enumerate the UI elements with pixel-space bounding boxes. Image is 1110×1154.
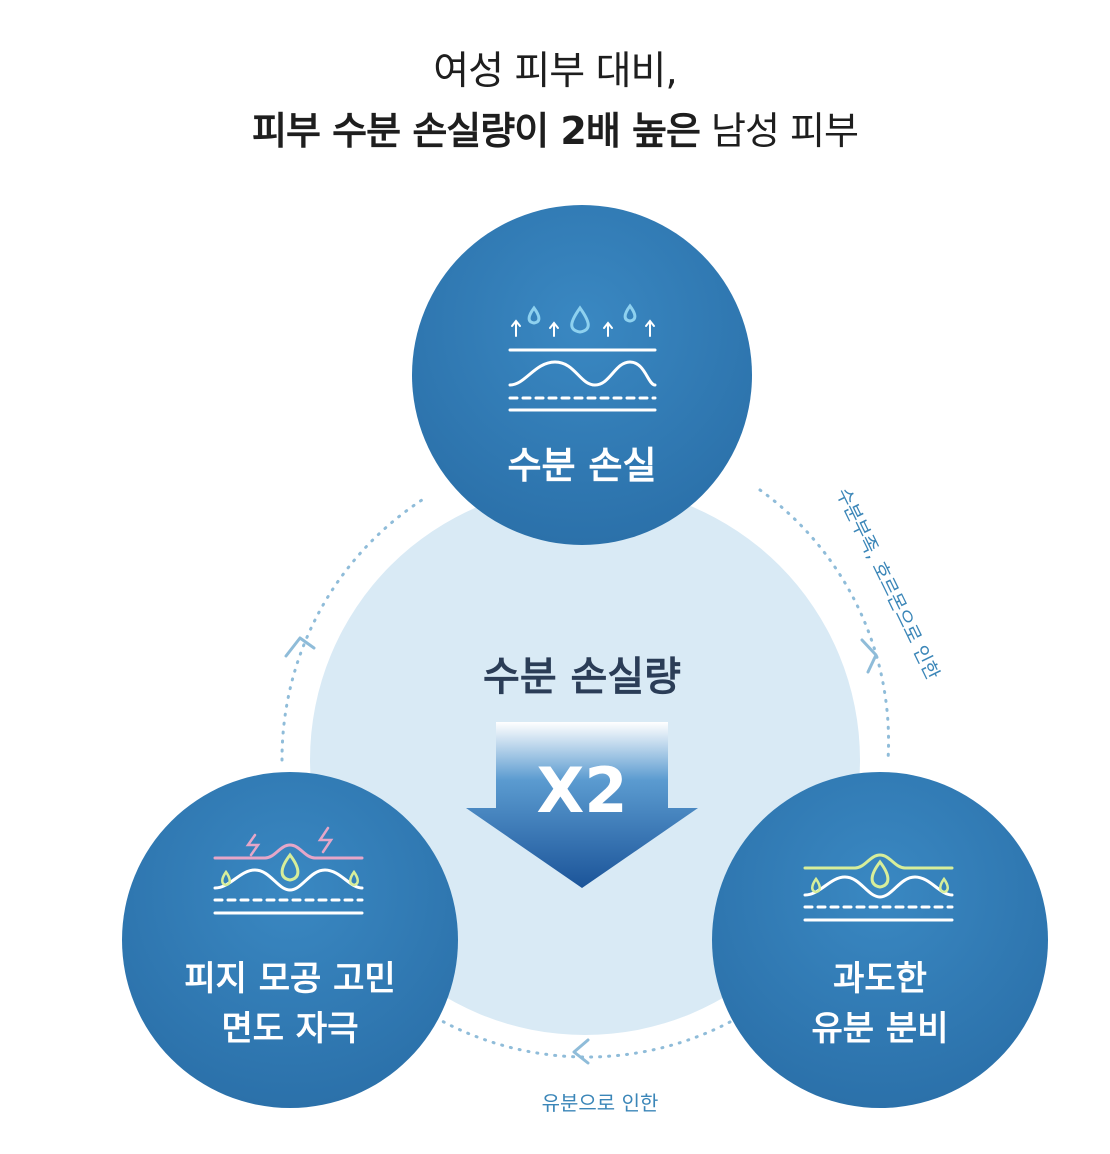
node-water-loss: 수분 손실 [412, 205, 752, 545]
cycle-arrow-left-icon [284, 636, 316, 658]
headline-line-1: 여성 피부 대비, [433, 49, 677, 94]
headline-line-2: 피부 수분 손실량이 2배 높은 남성 피부 [0, 100, 1110, 155]
skin-irritation-icon [213, 826, 364, 915]
node-sebum-irritation: 피지 모공 고민 면도 자극 [122, 772, 458, 1108]
oil-secretion-icon [803, 853, 954, 922]
node-oil-secretion-line-1: 과도한 [833, 959, 927, 999]
increase-arrow-icon [466, 722, 698, 888]
headline-emphasis: 피부 수분 손실량이 2배 높은 [252, 109, 701, 153]
node-water-loss-label: 수분 손실 [507, 444, 656, 487]
node-sebum-irritation-line-1: 피지 모공 고민 [184, 959, 395, 999]
cycle-label-bottom: 유분으로 인한 [542, 1091, 659, 1115]
cycle-arrow-bottom-icon [572, 1038, 590, 1065]
cycle-arrow-right-icon [860, 638, 878, 674]
center-title: 수분 손실량 [483, 654, 681, 700]
cycle-ring [280, 488, 891, 1059]
cycle-label-right: 수분부족, 호르몬으로 인한 [832, 485, 944, 684]
water-evaporation-icon [508, 303, 657, 412]
multiplier-label: X2 [537, 754, 628, 827]
headline-suffix: 남성 피부 [699, 109, 859, 153]
node-sebum-irritation-line-2: 면도 자극 [222, 1009, 359, 1049]
node-oil-secretion-line-2: 유분 분비 [812, 1009, 949, 1049]
node-oil-secretion: 과도한 유분 분비 [712, 772, 1048, 1108]
